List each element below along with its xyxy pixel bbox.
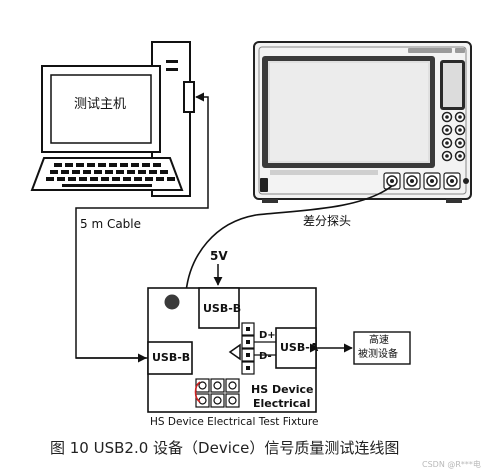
probe-tip bbox=[228, 343, 241, 361]
probe-label: 差分探头 bbox=[303, 214, 352, 228]
fixture-usb-b-top bbox=[198, 287, 240, 329]
watermark: CSDN @R***电 bbox=[422, 460, 481, 469]
d-plus-label: D+ bbox=[259, 330, 276, 341]
dut-label-line2: 被测设备 bbox=[358, 349, 398, 360]
usb-a-label: USB-A bbox=[280, 341, 319, 354]
test-fixture bbox=[147, 287, 317, 413]
scope-knobs bbox=[441, 111, 466, 162]
fixture-title-line2: Electrical bbox=[253, 397, 311, 410]
scope-channel-inputs bbox=[383, 172, 469, 190]
host-pc-label: 测试主机 bbox=[74, 97, 127, 112]
usb-b-left-label: USB-B bbox=[152, 351, 191, 364]
scope-power-button bbox=[260, 178, 268, 192]
host-pc bbox=[30, 41, 195, 197]
fixture-caption: HS Device Electrical Test Fixture bbox=[150, 416, 319, 428]
usb-b-top-label: USB-B bbox=[203, 302, 242, 315]
cable-label: 5 m Cable bbox=[80, 217, 142, 231]
fixture-jumper-grid bbox=[195, 378, 240, 408]
jumper-indicator bbox=[194, 381, 201, 403]
dut-box bbox=[353, 331, 411, 365]
oscilloscope bbox=[253, 41, 472, 203]
fixture-mount-hole bbox=[164, 294, 180, 310]
voltage-label: 5V bbox=[210, 249, 228, 263]
d-minus-label: D- bbox=[259, 351, 272, 362]
pc-monitor-screen bbox=[50, 74, 152, 144]
dut-label-line1: 高速 bbox=[369, 335, 389, 346]
figure-caption: 图 10 USB2.0 设备（Device）信号质量测试连线图 bbox=[50, 439, 400, 457]
fixture-title-line1: HS Device bbox=[251, 383, 314, 396]
fixture-usb-b-left bbox=[147, 341, 193, 375]
fixture-usb-a bbox=[275, 327, 317, 369]
pc-usb-port bbox=[183, 81, 195, 113]
